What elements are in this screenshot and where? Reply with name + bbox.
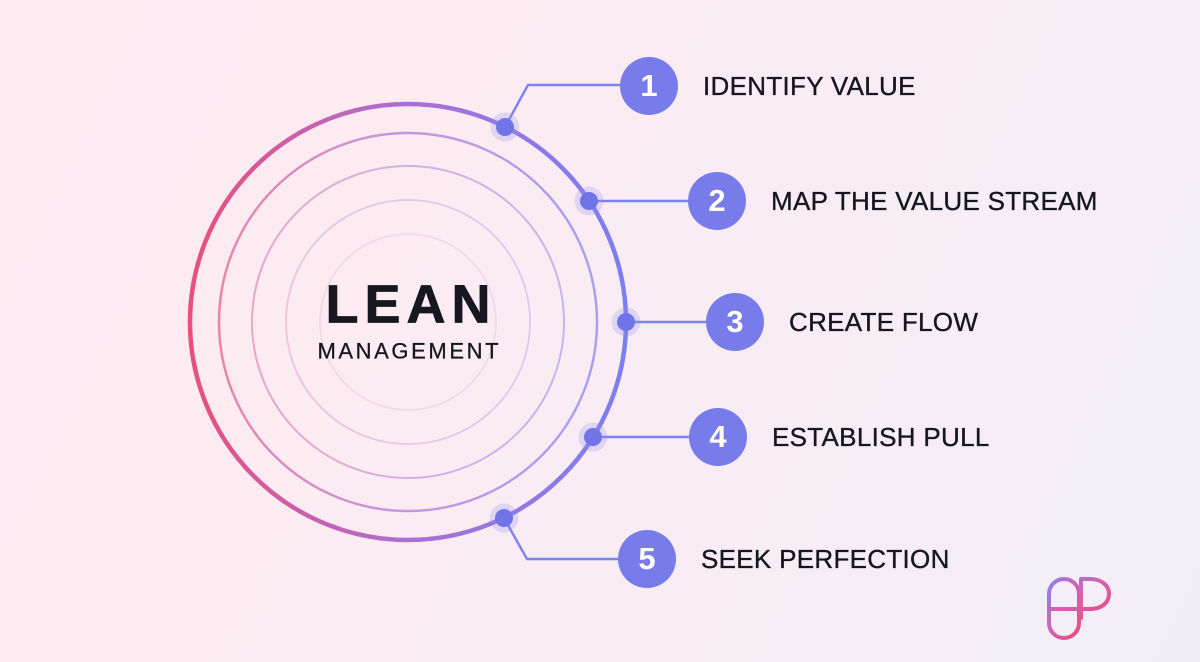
connector-line-1 bbox=[503, 83, 620, 128]
connector-dot-4 bbox=[584, 428, 602, 446]
step-row-identify-value: 1 IDENTIFY VALUE bbox=[620, 57, 916, 115]
step-row-establish-pull: 4 ESTABLISH PULL bbox=[689, 408, 990, 466]
step-label: IDENTIFY VALUE bbox=[703, 70, 916, 101]
step-row-seek-perfection: 5 SEEK PERFECTION bbox=[618, 530, 950, 588]
step-row-map-value-stream: 2 MAP THE VALUE STREAM bbox=[688, 172, 1098, 230]
connector-dot-1 bbox=[496, 118, 514, 136]
diagram-center-title-block: LEAN MANAGEMENT bbox=[317, 277, 502, 365]
connector-dot-5 bbox=[495, 509, 513, 527]
connector-line-5 bbox=[502, 517, 618, 561]
orbit-ring-inner-2 bbox=[251, 165, 565, 479]
connector-dot-2 bbox=[580, 192, 598, 210]
step-label: CREATE FLOW bbox=[789, 306, 979, 337]
step-label: SEEK PERFECTION bbox=[701, 543, 950, 574]
logo-p-shape bbox=[1047, 577, 1111, 620]
diagram-subtitle: MANAGEMENT bbox=[317, 338, 502, 364]
step-label: MAP THE VALUE STREAM bbox=[771, 185, 1098, 216]
step-number-badge: 1 bbox=[620, 57, 678, 115]
diagram-title: LEAN bbox=[325, 274, 497, 335]
step-number-badge: 5 bbox=[618, 530, 676, 588]
orbit-ring-inner-1 bbox=[217, 131, 599, 513]
step-number-badge: 3 bbox=[706, 293, 764, 351]
orbit-ring-inner-4 bbox=[319, 233, 497, 411]
step-number-badge: 4 bbox=[689, 408, 747, 466]
step-row-create-flow: 3 CREATE FLOW bbox=[706, 293, 978, 351]
step-number-badge: 2 bbox=[688, 172, 746, 230]
step-label: ESTABLISH PULL bbox=[772, 421, 990, 452]
orbit-ring-inner-3 bbox=[285, 199, 531, 445]
connector-dot-3 bbox=[617, 313, 635, 331]
brand-logo-icon bbox=[1047, 577, 1111, 640]
